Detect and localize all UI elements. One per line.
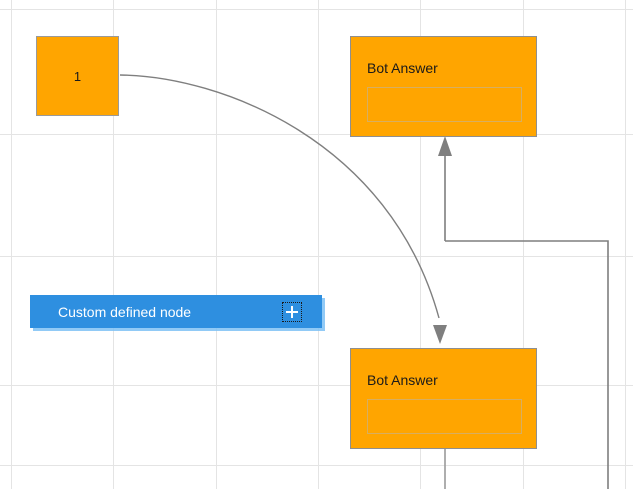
- down-arrow-icon: [433, 325, 447, 344]
- node-bot-answer-bottom[interactable]: Bot Answer: [350, 348, 537, 449]
- plus-icon[interactable]: [282, 301, 302, 322]
- up-arrow-icon: [438, 136, 452, 156]
- node-bot-answer-top[interactable]: Bot Answer: [350, 36, 537, 137]
- node-start[interactable]: 1: [36, 36, 119, 116]
- node-custom-defined-label: Custom defined node: [58, 303, 192, 320]
- node-bot-answer-top-field[interactable]: [367, 87, 522, 122]
- node-bot-answer-bottom-field[interactable]: [367, 399, 522, 434]
- node-custom-defined[interactable]: Custom defined node: [30, 295, 322, 328]
- node-start-label: 1: [73, 68, 82, 84]
- connector-right-bus[interactable]: [445, 240, 609, 489]
- node-bot-answer-bottom-title: Bot Answer: [367, 372, 438, 388]
- node-bot-answer-top-title: Bot Answer: [367, 60, 438, 76]
- connector-curved-start-to-bot-answer-bottom[interactable]: [119, 74, 440, 319]
